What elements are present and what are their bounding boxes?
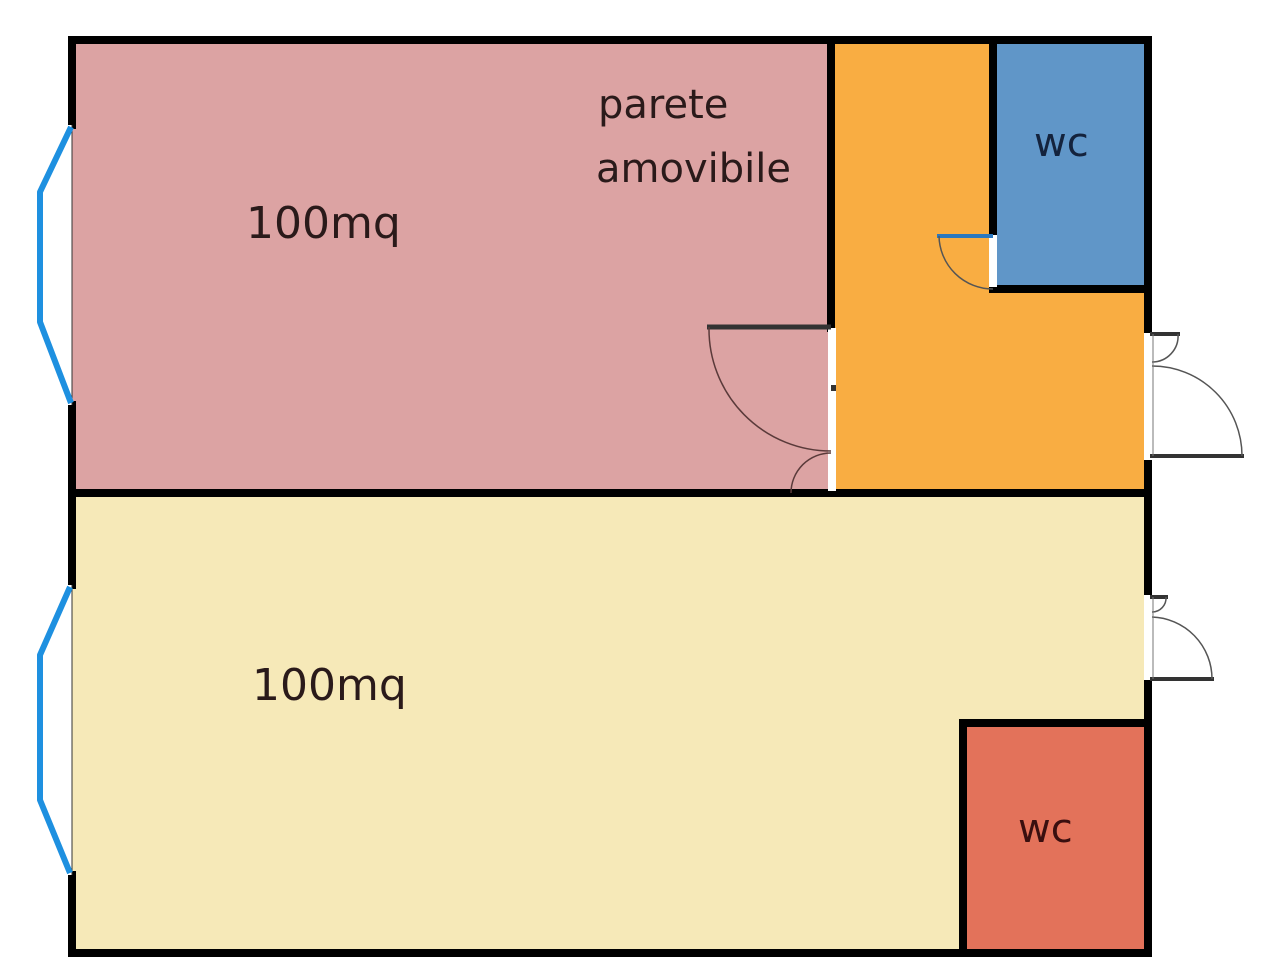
wc-top-fill: [993, 40, 1148, 289]
partition-note-line1: parete: [598, 82, 729, 128]
room-bottom-area-label: 100mq: [252, 660, 407, 711]
door-opening-partition: [828, 328, 836, 491]
window-icon-bottom: [37, 585, 73, 875]
room-top-area-label: 100mq: [246, 198, 401, 249]
door-icon-right-bottom: [1150, 595, 1214, 681]
door-opening-right-bottom: [1144, 595, 1154, 680]
door-icon-right-top: [1150, 332, 1244, 458]
room-top-fill: [72, 40, 834, 493]
door-opening-right-top: [1144, 333, 1154, 460]
wc-bottom-fill: [963, 723, 1148, 953]
walls: [68, 36, 1152, 957]
door-icon-wc-top: [937, 234, 994, 290]
window-icon-top: [37, 125, 74, 405]
wc-top-label: wc: [1034, 120, 1089, 166]
door-icon-partition: [707, 324, 836, 494]
partition-note-line2: amovibile: [596, 146, 791, 192]
wc-bottom-label: wc: [1018, 806, 1073, 852]
door-opening-wc-top: [989, 235, 997, 287]
